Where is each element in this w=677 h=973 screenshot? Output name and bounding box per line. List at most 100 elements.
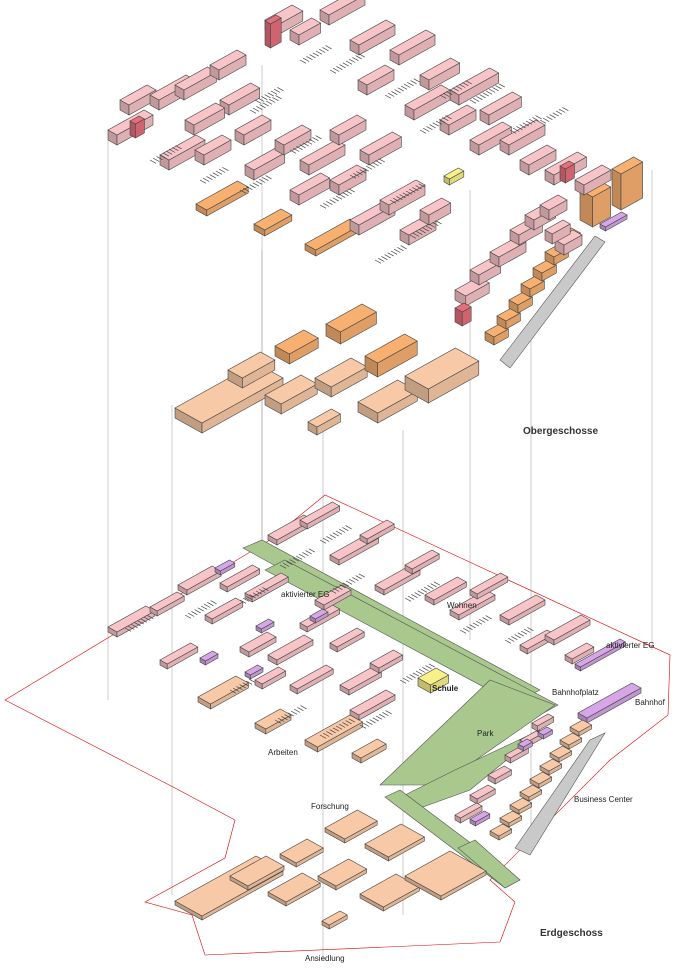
ground-stairs-step xyxy=(295,555,303,560)
ground-stairs-step xyxy=(246,596,253,601)
business-center-block xyxy=(499,810,523,828)
ground-housing-block-face xyxy=(404,549,440,570)
activated-ground-block-face xyxy=(469,810,491,823)
upper-stairs-step xyxy=(277,87,284,92)
upper-stairs-step xyxy=(400,245,407,250)
label-settlement: Ansiedlung xyxy=(305,954,345,963)
upper-stairs-step xyxy=(459,83,466,88)
ground-research-block xyxy=(359,873,421,912)
ground-stairs-step xyxy=(420,588,428,593)
upper-housing-block xyxy=(319,0,366,26)
ground-housing-block xyxy=(204,597,244,625)
ground-stairs-step xyxy=(524,628,531,633)
upper-stairs-step xyxy=(309,54,316,59)
ground-stairs xyxy=(274,705,307,724)
ground-stairs-step xyxy=(466,626,473,631)
upper-housing-block xyxy=(389,29,436,66)
ground-stairs-step xyxy=(339,528,346,533)
upper-stairs-step xyxy=(349,58,356,63)
ground-research-block xyxy=(404,850,487,901)
ground-housing-block xyxy=(469,784,496,805)
ground-stairs-step xyxy=(375,715,383,720)
ground-stairs-step xyxy=(482,617,489,622)
upper-stairs-step xyxy=(422,227,429,232)
upper-housing-block xyxy=(184,102,226,136)
upper-stairs-step xyxy=(325,45,332,50)
school-upper xyxy=(443,167,465,186)
upper-stairs-step xyxy=(549,114,556,119)
upper-housing-block xyxy=(499,119,546,156)
upper-stairs xyxy=(539,107,569,124)
upper-stairs-step xyxy=(239,189,247,194)
park-area xyxy=(379,679,556,786)
ground-stairs-step xyxy=(427,585,434,590)
upper-stairs-step xyxy=(329,199,336,204)
upper-stairs-step xyxy=(352,57,359,62)
ground-stairs-step xyxy=(229,689,237,694)
ground-stairs-step xyxy=(147,615,154,620)
ground-stairs xyxy=(359,710,392,729)
upper-stairs-step xyxy=(409,234,417,239)
upper-work-block-face xyxy=(364,333,418,364)
upper-stairs-step xyxy=(267,92,274,97)
upper-stairs-step xyxy=(445,115,452,120)
business-center-block-face xyxy=(519,784,543,798)
ground-work-block xyxy=(254,708,292,735)
upper-stairs-step xyxy=(342,62,349,67)
activated-ground-block xyxy=(537,726,554,740)
ground-stairs-step xyxy=(339,584,346,589)
ground-stairs-step xyxy=(336,586,343,591)
upper-stairs-step xyxy=(169,148,176,153)
upper-stairs-step xyxy=(378,257,385,262)
upper-stairs-step xyxy=(199,179,207,184)
ground-stairs-step xyxy=(200,605,208,610)
upper-stairs xyxy=(249,95,282,114)
ground-stairs-step xyxy=(243,597,250,602)
ground-stairs-step xyxy=(335,530,343,535)
ground-research-block xyxy=(267,872,321,907)
upper-stairs-step xyxy=(539,119,547,124)
upper-stairs-step xyxy=(252,182,259,187)
upper-stairs-step xyxy=(299,59,307,64)
ground-work-block-face xyxy=(197,675,250,705)
ground-stairs-step xyxy=(287,712,294,717)
business-center-block xyxy=(539,758,563,776)
ground-stairs-step xyxy=(326,731,333,736)
ground-stairs-step xyxy=(425,665,432,670)
ground-stairs-step xyxy=(424,586,431,591)
upper-work-block-face xyxy=(404,347,480,390)
ground-stairs-step xyxy=(385,710,392,715)
upper-stairs-step xyxy=(543,117,550,122)
upper-housing-block-face xyxy=(319,0,357,16)
upper-stairs-step xyxy=(262,177,269,182)
ground-stairs-step xyxy=(329,729,336,734)
school-building-face xyxy=(417,667,450,686)
upper-stairs-step xyxy=(439,118,446,123)
upper-stairs-step xyxy=(405,190,413,195)
ground-housing-block-face xyxy=(159,642,199,665)
upper-housing-block-face xyxy=(234,114,272,136)
upper-stairs-step xyxy=(261,96,268,101)
business-center-block xyxy=(519,784,543,802)
upper-housing-tall xyxy=(559,160,576,184)
ground-housing-block xyxy=(449,589,496,621)
upper-work-block xyxy=(307,408,342,436)
ground-stairs-step xyxy=(128,625,135,630)
ground-housing-block-face xyxy=(469,572,509,595)
ground-housing-block xyxy=(349,689,396,721)
upper-stairs-step xyxy=(315,50,323,55)
ground-stairs-step xyxy=(359,724,367,729)
ground-stairs-step xyxy=(379,713,386,718)
upper-stairs-step xyxy=(249,109,257,114)
upper-stairs-step xyxy=(409,188,416,193)
ground-housing-block xyxy=(454,802,483,824)
ground-stairs-step xyxy=(412,672,419,677)
ground-stairs-step xyxy=(323,732,330,737)
ground-stairs-step xyxy=(399,679,407,684)
ground-housing-block-face xyxy=(469,784,496,800)
upper-stairs-step xyxy=(353,172,360,177)
ground-stairs-step xyxy=(278,717,285,722)
upper-stairs-step xyxy=(397,87,404,92)
upper-work-block xyxy=(253,208,293,237)
upper-stairs-step xyxy=(299,144,306,149)
